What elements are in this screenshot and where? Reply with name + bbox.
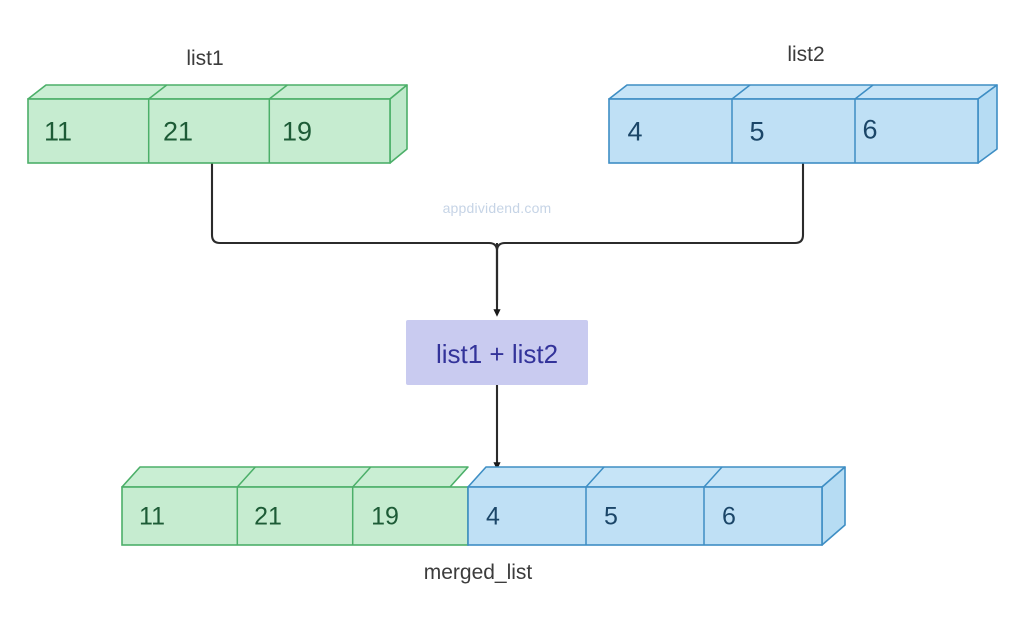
list1-cell-value-2: 19	[281, 116, 313, 147]
merged-top-divider-1	[236, 466, 256, 488]
list1-box[interactable]	[27, 84, 408, 164]
merged-cell-value-5: 6	[722, 502, 736, 531]
merged-cell-value-1: 21	[254, 502, 282, 531]
merged-blue-front-face	[467, 486, 823, 546]
list1-top-divider-2	[268, 84, 288, 100]
merged-top-divider-3	[585, 466, 605, 488]
list2-top-divider-1	[731, 84, 751, 100]
list2-top-divider-2	[854, 84, 874, 100]
connector-group	[210, 161, 805, 470]
list2-cell-value-1: 5	[749, 116, 765, 147]
list2-cell-value-0: 4	[627, 116, 643, 147]
merged-blue-top-face	[467, 466, 846, 488]
merged-green-front-face	[121, 486, 469, 546]
list1-cell-value-0: 11	[43, 116, 73, 147]
merged-top-divider-2	[352, 466, 372, 488]
list1-cell-value-1: 21	[162, 116, 194, 147]
list1-front-face	[27, 98, 391, 164]
merged-list-box[interactable]	[121, 466, 846, 546]
list1-label: list1	[186, 47, 224, 70]
merged-top-divider-4	[703, 466, 723, 488]
connector-list1-to-junction	[210, 161, 499, 302]
list2-top-face	[608, 84, 998, 100]
merged-cell-value-2: 19	[371, 502, 399, 531]
list2-cell-value-2: 6	[862, 114, 878, 145]
merged-cell-value-3: 4	[486, 502, 500, 531]
list2-front-face	[608, 98, 979, 164]
list2-label: list2	[787, 43, 825, 66]
list1-top-divider-1	[148, 84, 168, 100]
merged-green-top-face	[121, 466, 469, 488]
list2-box[interactable]	[608, 84, 998, 164]
list1-top-face	[27, 84, 408, 100]
operation-box-rect	[406, 320, 588, 385]
merged-cell-value-0: 11	[139, 502, 165, 531]
operation-label: list1 + list2	[435, 339, 559, 369]
list1-side-face	[389, 84, 408, 164]
list2-side-face	[977, 84, 998, 164]
merged-cell-value-4: 5	[604, 502, 618, 531]
merged-list-label: merged_list	[423, 561, 533, 584]
connector-list2-to-junction	[495, 161, 805, 302]
operation-box[interactable]	[406, 320, 588, 385]
watermark-text: appdividend.com	[442, 200, 552, 216]
